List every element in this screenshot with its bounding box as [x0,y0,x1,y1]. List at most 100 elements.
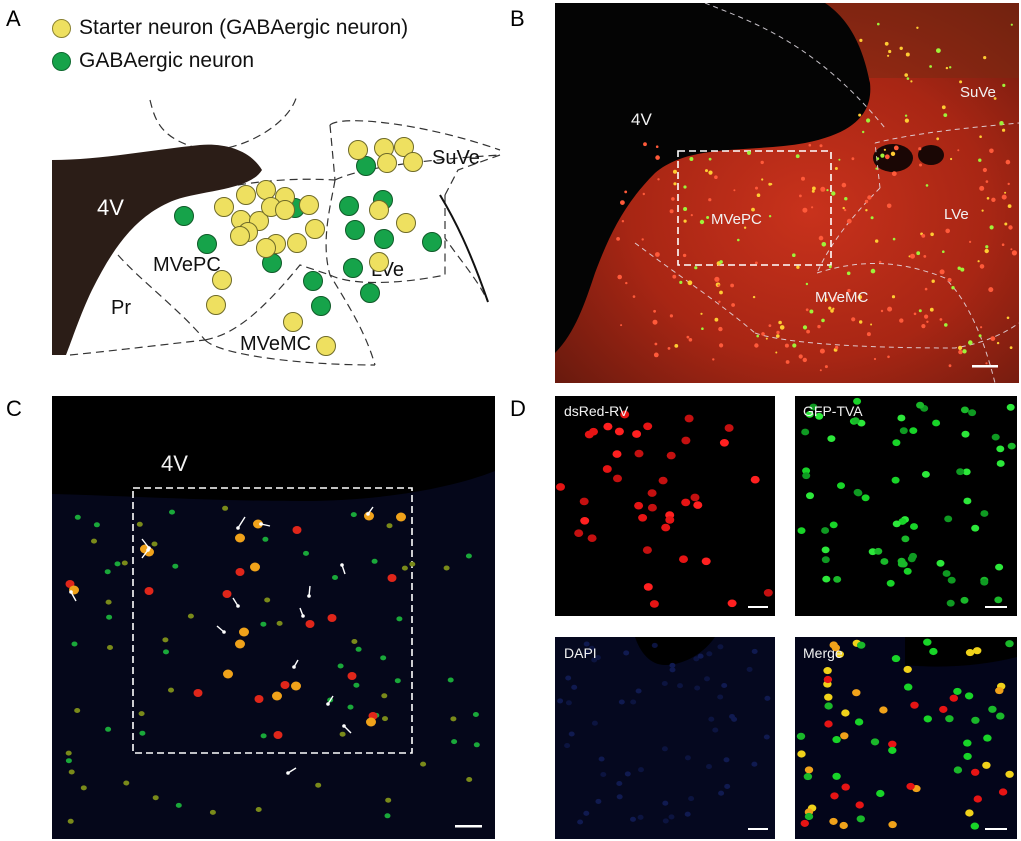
gaba-neuron-dot [356,156,376,176]
starter-neuron-dot [256,180,276,200]
cell-nucleus [821,546,830,554]
fluorescent-speck [683,207,688,211]
fluorescent-speck [747,150,751,155]
red-speck [811,206,814,209]
cell-nucleus [903,665,912,673]
yellow-dot-icon [52,18,71,38]
cell-nucleus [996,712,1005,720]
cell-nucleus [841,709,850,717]
fluorescent-speck [796,265,800,269]
red-speck [843,208,847,212]
red-speck [714,175,718,179]
cell-nucleus [995,687,1004,695]
cell-nucleus [724,424,734,432]
red-speck [802,357,807,363]
red-speck [776,330,780,335]
label-mvemc-schematic: MVeMC [240,333,312,355]
cell-nucleus [851,417,860,424]
cell-nucleus [557,698,564,704]
cell-nucleus [892,520,901,528]
green-cell [209,809,216,815]
fluorescent-speck [942,250,945,253]
cell-nucleus [964,692,974,700]
gaba-neuron-dot [339,196,359,216]
fluorescent-speck [865,209,868,212]
cell-nucleus [697,653,704,659]
cell-nucleus [661,746,668,752]
red-speck [886,203,892,209]
red-speck [887,355,890,359]
red-speck [652,319,658,325]
red-cell [235,568,245,576]
cell-nucleus [965,649,975,657]
green-cell [401,565,408,571]
cell-nucleus [945,715,954,723]
red-cell [327,614,337,622]
green-cell [114,561,121,567]
cell-nucleus [704,676,710,682]
cell-nucleus [614,427,624,436]
fluorescent-speck [832,307,835,310]
red-speck [832,296,837,301]
green-cell [151,541,158,547]
red-speck [641,238,644,241]
red-speck [841,182,847,188]
label-lve-b: LVe [944,206,969,223]
green-cell [450,716,457,722]
red-speck [985,180,989,183]
cell-nucleus [815,412,824,420]
cell-nucleus [823,667,832,675]
red-cell [254,695,264,703]
red-speck [969,240,972,243]
fluorescent-speck [892,237,896,241]
fluorescent-speck [959,80,963,84]
green-cell [409,561,416,567]
fluorescent-speck [844,197,848,201]
red-speck [1008,225,1013,230]
green-cell [74,708,81,713]
fluorescent-speck [792,253,796,257]
cell-nucleus [961,430,970,438]
cell-nucleus [910,523,918,530]
green-cell [123,780,130,786]
fluorescent-speck [891,295,896,299]
cell-nucleus [874,547,883,555]
cell-nucleus [681,436,691,445]
green-cell [67,818,74,824]
green-cell [384,813,391,819]
double-labeled-cell [250,562,260,572]
red-speck [799,194,802,198]
cell-nucleus [876,789,885,798]
green-cell [339,731,346,737]
red-speck [958,349,963,355]
red-speck [718,326,723,332]
cell-nucleus [968,409,977,417]
cell-nucleus [904,683,913,691]
fluorescent-speck [1004,191,1007,194]
red-speck [669,314,673,318]
red-speck [919,163,922,167]
cell-nucleus [684,414,694,423]
cell-nucleus [953,766,963,774]
red-speck [939,318,943,321]
cell-nucleus [939,705,948,713]
green-cell [350,512,357,518]
fluorescent-speck [689,157,694,161]
fluorescent-speck [875,239,879,243]
red-speck [924,287,928,291]
green-cell [303,550,309,556]
cell-nucleus [861,494,870,502]
legend-label-starter: Starter neuron (GABAergic neuron) [79,16,409,39]
panel-b-letter: B [510,6,525,31]
green-cell [337,663,344,669]
starter-neuron-dot [236,185,256,205]
cell-nucleus [837,482,845,489]
fluorescent-speck [751,207,755,212]
cell-nucleus [634,449,644,458]
starter-neuron-dot [283,312,303,332]
double-labeled-cell [223,669,233,679]
green-cell [104,569,111,575]
fluorescent-speck [945,66,949,70]
label-dsred: dsRed-RV [564,403,629,419]
red-speck [913,312,917,316]
